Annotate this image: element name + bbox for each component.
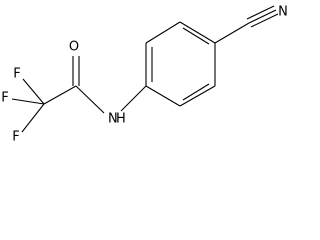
bond-cf3-f-top — [22, 78, 45, 105]
atom-fluorine-bottom: F — [12, 130, 19, 145]
ring-bond-6 — [145, 85, 181, 107]
atom-amide-hydrogen: H — [116, 112, 126, 127]
bond-carbonyl-nitrogen — [75, 85, 105, 114]
atom-nitrile-nitrogen: N — [278, 5, 288, 20]
bond-cf3-f-left — [11, 98, 45, 105]
nitrile-triple-bond-2 — [246, 5, 275, 20]
bond-cf3-carbonyl — [43, 85, 77, 105]
atom-amide-nitrogen: N — [108, 112, 118, 127]
nitrile-triple-bond-1 — [248, 9, 277, 24]
ring-bond-3 — [179, 21, 216, 44]
atom-fluorine-top: F — [13, 67, 20, 82]
bond-cf3-f-bottom — [21, 103, 45, 133]
ring-inner-bond-b — [182, 27, 210, 45]
bond-nitrogen-ring — [120, 85, 147, 112]
bond-ring-nitrile-carbon — [214, 22, 250, 44]
ring-bond-2 — [145, 21, 181, 44]
atom-oxygen: O — [69, 40, 79, 55]
ring-bond-5 — [179, 85, 216, 107]
nitrile-triple-bond-3 — [250, 13, 279, 28]
atom-fluorine-left: F — [1, 91, 8, 106]
chemical-structure-diagram: O N H N F F F — [1, 5, 288, 145]
ring-inner-bond-c — [182, 83, 210, 101]
